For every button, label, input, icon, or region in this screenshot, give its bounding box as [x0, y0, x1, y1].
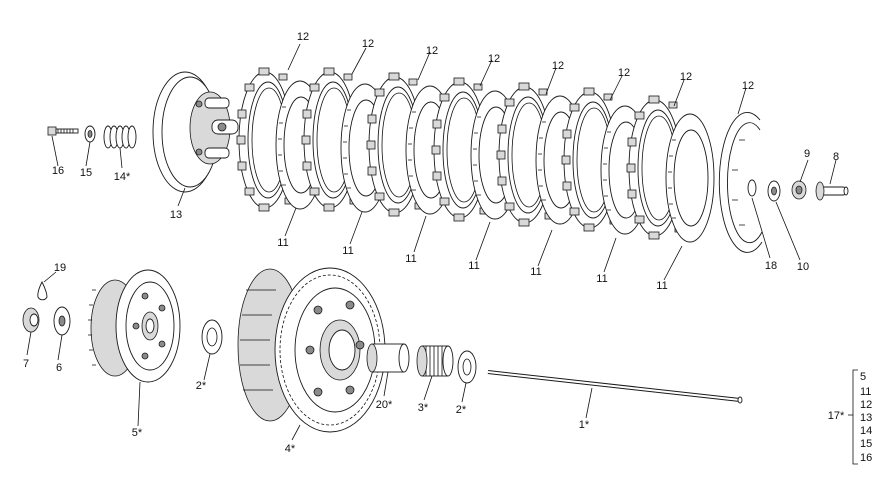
callout-7: 7	[23, 358, 29, 370]
washer-10	[767, 180, 781, 202]
kit-item: 15	[860, 438, 872, 450]
friction-plate-last	[718, 111, 763, 253]
drop-19	[37, 280, 48, 301]
callout-14: 14*	[114, 171, 131, 183]
nut-9	[791, 180, 807, 200]
callout-4: 4*	[285, 443, 296, 455]
kit-item: 12	[860, 399, 872, 411]
spring-14	[103, 125, 137, 149]
bushing-20	[366, 343, 410, 373]
callout-19: 19	[54, 262, 66, 274]
callout-12: 12	[680, 71, 692, 83]
plate-stack	[236, 67, 715, 243]
callout-11: 11	[277, 237, 288, 249]
callout-6: 6	[56, 362, 62, 374]
kit-item: 11	[860, 386, 871, 398]
bolt-16	[47, 126, 79, 136]
kit-list: 5 11 12 13 14 15 16	[860, 371, 872, 464]
washer-15	[84, 125, 96, 143]
washer-2a	[201, 319, 223, 355]
kit-item: 13	[860, 412, 872, 424]
callout-10: 10	[797, 261, 809, 273]
callout-8: 8	[833, 151, 839, 163]
pressure-plate-13	[152, 71, 239, 193]
kit-item: 16	[860, 452, 872, 464]
callout-labels: 12 12 12 12 12 12 12 12 16 15 14* 13 11 …	[23, 31, 872, 464]
callout-13: 13	[170, 209, 182, 221]
washer-6	[53, 306, 71, 336]
callout-12: 12	[426, 45, 438, 57]
clutch-basket-4	[237, 267, 386, 433]
callout-3: 3*	[418, 402, 429, 414]
nut-7	[22, 307, 40, 333]
callout-2: 2*	[456, 404, 467, 416]
leader-lines	[26, 43, 858, 465]
callout-5: 5*	[132, 427, 143, 439]
pushrod-8	[815, 181, 849, 201]
clutch-hub-5	[88, 269, 181, 383]
callout-17: 17*	[828, 410, 845, 422]
pushrod-1	[487, 370, 743, 404]
circlip-18	[747, 179, 757, 197]
callout-11: 11	[656, 280, 667, 292]
callout-18: 18	[765, 260, 777, 272]
callout-1: 1*	[579, 419, 590, 431]
callout-12: 12	[362, 38, 374, 50]
callout-15: 15	[80, 167, 92, 179]
callout-2: 2*	[196, 380, 207, 392]
callout-20: 20*	[376, 399, 393, 411]
bearing-3	[416, 345, 454, 377]
callout-11: 11	[468, 260, 479, 272]
kit-item: 14	[860, 425, 872, 437]
callout-11: 11	[405, 253, 416, 265]
callout-12: 12	[742, 80, 754, 92]
callout-12: 12	[297, 31, 309, 43]
washer-2b	[457, 350, 477, 384]
callout-12: 12	[552, 60, 564, 72]
callout-12: 12	[618, 67, 630, 79]
callout-12: 12	[488, 53, 500, 65]
callout-16: 16	[52, 165, 64, 177]
callout-11: 11	[596, 273, 607, 285]
callout-11: 11	[342, 245, 353, 257]
callout-11: 11	[530, 266, 541, 278]
kit-item: 5	[860, 371, 866, 383]
callout-9: 9	[804, 148, 810, 160]
